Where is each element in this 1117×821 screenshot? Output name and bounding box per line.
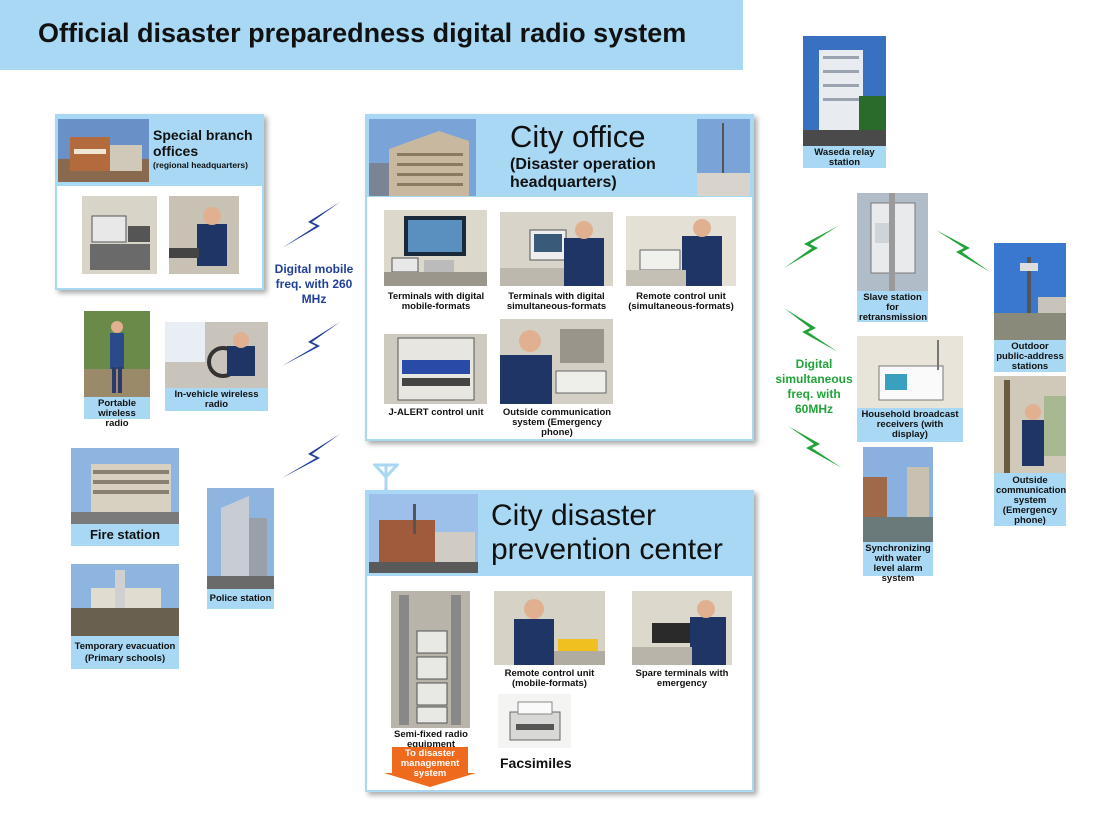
outdoor-pa-caption: Outdoor public-address stations bbox=[994, 340, 1066, 372]
outdoor-pa-photo bbox=[994, 243, 1066, 340]
remote-control-simultaneous-photo bbox=[626, 216, 736, 286]
mobile-terminal-caption: Terminals with digital mobile-formats bbox=[387, 291, 485, 312]
diagram-title: Official disaster preparedness digital r… bbox=[38, 18, 687, 48]
simultaneous-signal-bolt-4-icon bbox=[788, 426, 842, 468]
branch-offices-title: Special branch offices bbox=[153, 127, 253, 159]
water-level-photo bbox=[863, 447, 933, 542]
simultaneous-signal-bolt-1-icon bbox=[784, 226, 838, 268]
antenna-icon bbox=[373, 463, 399, 493]
in-vehicle-radio-caption: In-vehicle wireless radio bbox=[165, 388, 268, 411]
simultaneous-terminal-caption: Terminals with digital simultaneous-form… bbox=[506, 291, 607, 312]
fire-station-caption: Fire station bbox=[71, 524, 179, 546]
simultaneous-terminal-photo bbox=[500, 212, 613, 286]
branch-operator-photo bbox=[169, 196, 239, 274]
city-office-building-photo bbox=[369, 119, 476, 196]
prevention-center-title-line2: prevention center bbox=[491, 533, 723, 566]
outside-communication-caption: Outside communication system (Emergency … bbox=[502, 407, 612, 438]
evacuation-school-photo bbox=[71, 564, 179, 636]
prevention-center-building-photo bbox=[369, 494, 478, 573]
slave-station-photo bbox=[857, 193, 928, 291]
police-station-photo bbox=[207, 488, 274, 589]
city-office-title: City office bbox=[510, 119, 646, 154]
portable-radio-caption: Portable wireless radio bbox=[84, 397, 150, 429]
household-receiver-photo bbox=[857, 336, 963, 408]
down-arrow-icon bbox=[384, 747, 476, 787]
city-office-subtitle: (Disaster operation headquarters) bbox=[510, 156, 656, 191]
slave-station-caption: Slave station for retransmission bbox=[857, 291, 928, 323]
water-level-caption: Synchronizing with water level alarm sys… bbox=[863, 542, 933, 584]
facsimile-photo bbox=[498, 694, 571, 748]
spare-terminals-photo bbox=[632, 591, 732, 665]
semi-fixed-radio-caption: Semi-fixed radio equipment bbox=[394, 729, 468, 750]
waseda-relay-caption: Waseda relay station bbox=[803, 146, 886, 168]
semi-fixed-radio-photo bbox=[391, 591, 470, 728]
disaster-management-label: To disaster management system bbox=[400, 748, 460, 779]
branch-equipment-photo bbox=[82, 196, 157, 274]
portable-radio-photo bbox=[84, 311, 150, 397]
j-alert-photo bbox=[384, 334, 487, 404]
spare-terminals-caption: Spare terminals with emergency bbox=[635, 668, 729, 689]
antenna-photo bbox=[697, 119, 750, 196]
simultaneous-signal-bolt-2-icon bbox=[936, 230, 990, 272]
remote-control-mobile-caption: Remote control unit (mobile-formats) bbox=[504, 668, 595, 689]
mobile-frequency-label: Digital mobile freq. with 260 MHz bbox=[274, 262, 354, 306]
waseda-relay-photo bbox=[803, 36, 886, 146]
police-station-caption: Police station bbox=[207, 589, 274, 609]
mobile-signal-bolt-3-icon bbox=[282, 434, 340, 478]
branch-offices-subtitle: (regional headquarters) bbox=[153, 160, 248, 170]
evacuation-caption: Temporary evacuation (Primary schools) bbox=[71, 636, 179, 669]
mobile-terminal-photo bbox=[384, 210, 487, 286]
mobile-signal-bolt-1-icon bbox=[282, 202, 340, 248]
mobile-signal-bolt-2-icon bbox=[282, 322, 340, 366]
outside-comm-right-photo bbox=[994, 376, 1066, 473]
remote-control-mobile-photo bbox=[494, 591, 605, 665]
simultaneous-frequency-label: Digital simultaneous freq. with 60MHz bbox=[775, 357, 853, 416]
fire-station-photo bbox=[71, 448, 179, 524]
prevention-center-title-line1: City disaster bbox=[491, 499, 657, 532]
household-receiver-caption: Household broadcast receivers (with disp… bbox=[857, 408, 963, 442]
simultaneous-signal-bolt-3-icon bbox=[784, 308, 838, 352]
remote-control-simultaneous-caption: Remote control unit (simultaneous-format… bbox=[628, 291, 734, 312]
outside-communication-photo bbox=[500, 319, 613, 404]
facsimiles-label: Facsimiles bbox=[500, 755, 572, 771]
outside-comm-right-caption: Outside communication system (Emergency … bbox=[994, 473, 1067, 526]
in-vehicle-radio-photo bbox=[165, 322, 268, 388]
j-alert-caption: J-ALERT control unit bbox=[388, 407, 484, 418]
branch-building-photo bbox=[58, 119, 149, 182]
title-bar bbox=[0, 0, 743, 70]
